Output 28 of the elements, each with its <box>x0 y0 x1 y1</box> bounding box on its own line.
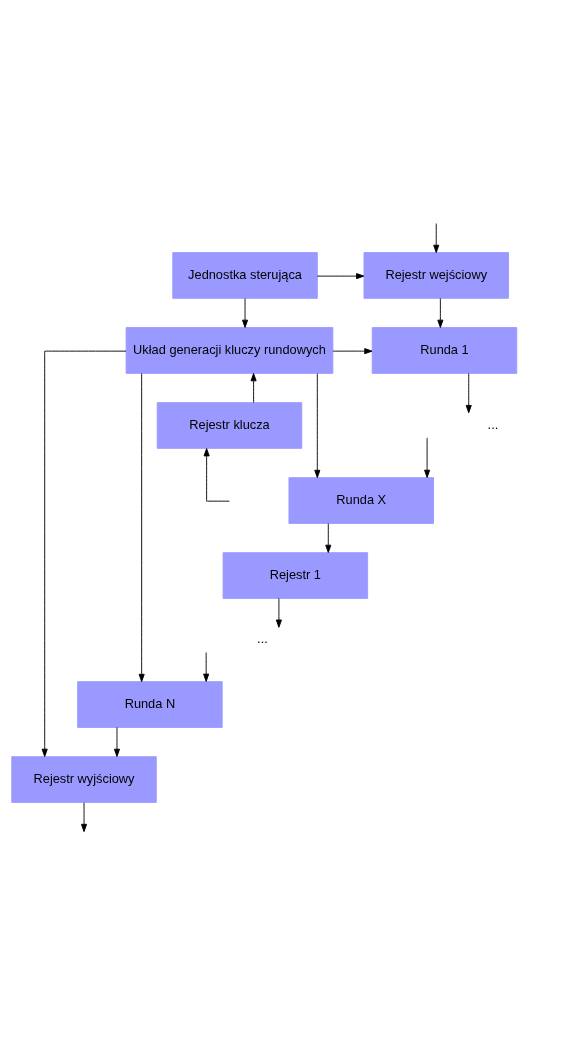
arrow <box>203 652 210 682</box>
node-box: Rejestr 1 <box>222 552 369 599</box>
arrow <box>325 522 332 553</box>
arrow <box>316 273 365 280</box>
arrow <box>138 372 145 683</box>
arrow <box>81 802 88 833</box>
arrow <box>275 598 282 628</box>
arrow <box>250 373 257 404</box>
node-box: Runda N <box>77 681 223 728</box>
arrow <box>314 373 321 479</box>
arrow <box>242 297 249 328</box>
arrow <box>465 372 472 414</box>
node-box: Rejestr wyjściowy <box>11 756 157 803</box>
node-box: Runda 1 <box>371 327 518 374</box>
node-box: Runda X <box>288 477 434 524</box>
arrow <box>41 350 127 757</box>
arrow <box>433 223 440 253</box>
node-box: Jednostka sterująca <box>172 252 318 299</box>
node-box: Układ generacji kluczy rundowych <box>125 327 334 374</box>
arrow <box>113 727 120 757</box>
node-box: Rejestr wejściowy <box>363 252 509 299</box>
node-text: ... <box>257 631 268 647</box>
arrow <box>332 348 373 355</box>
node-box: Rejestr klucza <box>156 402 303 449</box>
arrow <box>424 437 431 478</box>
node-text: ... <box>487 416 499 432</box>
arrow <box>437 297 444 328</box>
arrow <box>203 448 230 502</box>
